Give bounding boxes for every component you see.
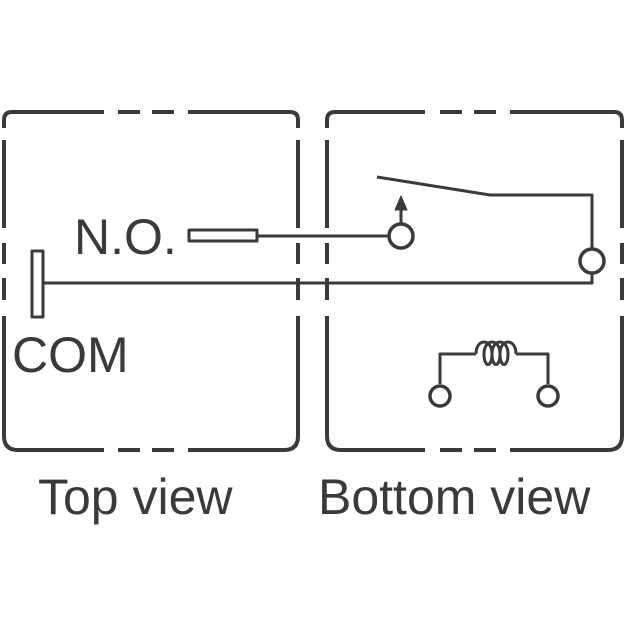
top-view-outline [2, 110, 300, 452]
bottom-view-caption: Bottom view [318, 469, 591, 525]
top-view-caption: Top view [38, 469, 233, 525]
coil-terminal-right [536, 384, 560, 408]
bottom-view-outline [325, 110, 624, 452]
contact-arrow-head [394, 195, 408, 211]
no-terminal-pad [187, 228, 259, 243]
no-label: N.O. [74, 209, 177, 265]
com-terminal-pad [30, 249, 45, 319]
com-wire [43, 273, 594, 285]
no-contact-circle [387, 222, 415, 250]
switch-lever [376, 175, 594, 248]
com-label: COM [12, 327, 129, 383]
coil-symbol [428, 340, 560, 408]
com-contact-circle [578, 247, 606, 275]
coil-terminal-left [428, 384, 452, 408]
